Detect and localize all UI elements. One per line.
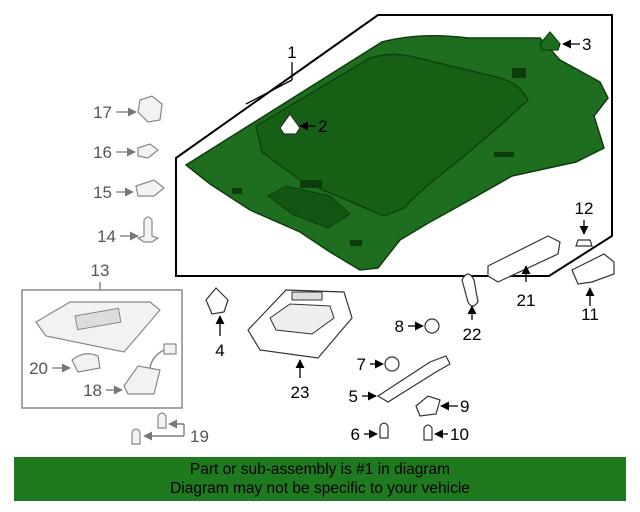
callout-4: 4 bbox=[215, 341, 224, 360]
banner-line-2: Diagram may not be specific to your vehi… bbox=[170, 480, 470, 497]
callout-1: 1 bbox=[287, 43, 296, 62]
hook-22-part bbox=[461, 273, 479, 307]
callout-5: 5 bbox=[349, 387, 358, 406]
clip-3-part bbox=[539, 31, 561, 51]
callout-13: 13 bbox=[91, 261, 110, 280]
screw-12-part bbox=[575, 239, 593, 247]
headliner-group-frame bbox=[175, 14, 613, 277]
sunvisor-part bbox=[35, 301, 161, 353]
callout-17: 17 bbox=[93, 103, 112, 122]
screw-19b-part bbox=[157, 412, 167, 429]
callout-14: 14 bbox=[97, 227, 116, 246]
callout-20: 20 bbox=[29, 359, 48, 378]
grab-handle-21-part bbox=[487, 235, 561, 283]
headliner-panel bbox=[184, 35, 609, 271]
clip-7-part bbox=[384, 356, 400, 372]
screw-6-part bbox=[379, 422, 389, 439]
clip-14-part bbox=[136, 216, 160, 243]
callout-8: 8 bbox=[395, 317, 404, 336]
callout-18: 18 bbox=[83, 381, 102, 400]
callout-22: 22 bbox=[463, 325, 482, 344]
clip-2-part bbox=[279, 112, 301, 135]
screw-10-part bbox=[423, 424, 433, 441]
bracket-9-part bbox=[415, 395, 441, 417]
parts-diagram: 1 2 3 17 16 15 14 13 20 18 19 4 23 bbox=[21, 14, 615, 446]
bracket-11-part bbox=[571, 253, 615, 285]
info-banner: Part or sub-assembly is #1 in diagram Di… bbox=[14, 457, 626, 501]
bracket-5-part bbox=[376, 355, 451, 403]
callout-12: 12 bbox=[575, 199, 594, 218]
nut-8-part bbox=[424, 318, 440, 334]
callout-11: 11 bbox=[581, 305, 599, 324]
retainer-4-part bbox=[205, 287, 229, 315]
sunvisor-clip-20-part bbox=[71, 353, 101, 373]
callout-2: 2 bbox=[318, 117, 327, 136]
callout-3: 3 bbox=[582, 35, 591, 54]
pad-16-part bbox=[137, 143, 159, 159]
callout-23: 23 bbox=[291, 383, 310, 402]
dome-lamp-23-part bbox=[247, 289, 353, 359]
screw-19a-part bbox=[131, 428, 141, 445]
harness-18-part bbox=[123, 365, 161, 395]
callout-15: 15 bbox=[93, 183, 112, 202]
callout-9: 9 bbox=[460, 397, 469, 416]
callout-16: 16 bbox=[93, 143, 112, 162]
callout-10: 10 bbox=[450, 425, 469, 444]
callout-19: 19 bbox=[190, 427, 209, 446]
callout-7: 7 bbox=[357, 355, 366, 374]
bracket-17-part bbox=[137, 95, 163, 123]
sunvisor-group-frame bbox=[21, 289, 183, 409]
callout-21: 21 bbox=[517, 291, 536, 310]
bracket-15-part bbox=[135, 179, 165, 197]
banner-line-1: Part or sub-assembly is #1 in diagram bbox=[189, 461, 451, 478]
callout-6: 6 bbox=[351, 425, 360, 444]
